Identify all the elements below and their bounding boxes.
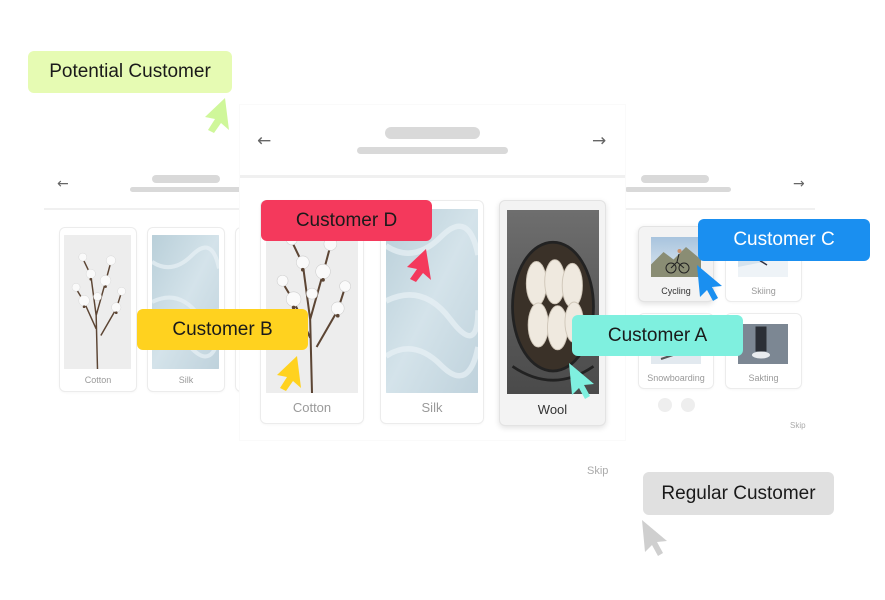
option-card-wool[interactable]: Wool <box>499 200 606 426</box>
divider <box>625 208 815 210</box>
cursor-icon <box>697 265 722 301</box>
customer-b-tag: Customer B <box>137 309 308 350</box>
divider <box>44 208 254 210</box>
customer-d-tag: Customer D <box>261 200 432 241</box>
divider <box>240 175 625 178</box>
back-arrow-icon[interactable]: ← <box>257 131 272 151</box>
cursor-icon <box>205 98 229 133</box>
pagination-dot[interactable] <box>658 398 672 412</box>
skip-link[interactable]: Skip <box>790 421 806 430</box>
option-label: Skiing <box>751 286 776 296</box>
cursor-icon <box>569 363 594 399</box>
back-arrow-icon[interactable]: ← <box>57 176 69 192</box>
option-label: Cotton <box>292 400 332 415</box>
cursor-icon <box>277 356 301 391</box>
center-panel: ← → Cotton Silk Wool <box>240 105 625 440</box>
subtitle-placeholder <box>625 187 731 192</box>
cursor-icon <box>642 520 667 556</box>
subtitle-placeholder <box>357 147 508 154</box>
potential-customer-tag: Potential Customer <box>28 51 232 93</box>
option-label: Wool <box>537 402 568 417</box>
cursor-icon <box>407 249 431 282</box>
next-arrow-icon[interactable]: → <box>592 131 607 151</box>
option-label: Snowboarding <box>647 373 705 383</box>
subtitle-placeholder <box>130 187 242 192</box>
silk-image <box>152 232 219 372</box>
option-label: Cycling <box>661 286 691 296</box>
option-label: Cotton <box>84 375 112 385</box>
skip-link[interactable]: Skip <box>587 465 609 477</box>
title-placeholder <box>385 127 480 139</box>
regular-customer-tag: Regular Customer <box>643 472 834 515</box>
customer-c-tag: Customer C <box>698 219 870 261</box>
option-label: Sakting <box>748 373 779 383</box>
left-panel: ← Cotton Silk <box>44 160 256 405</box>
skating-image <box>738 324 788 364</box>
option-label: Silk <box>178 375 194 385</box>
customer-a-tag: Customer A <box>572 315 743 356</box>
option-label: Silk <box>421 400 443 415</box>
cotton-image <box>64 234 131 370</box>
title-placeholder <box>152 175 220 183</box>
pagination-dot[interactable] <box>681 398 695 412</box>
title-placeholder <box>641 175 709 183</box>
option-card-cotton[interactable]: Cotton <box>59 227 137 392</box>
next-arrow-icon[interactable]: → <box>793 176 805 192</box>
